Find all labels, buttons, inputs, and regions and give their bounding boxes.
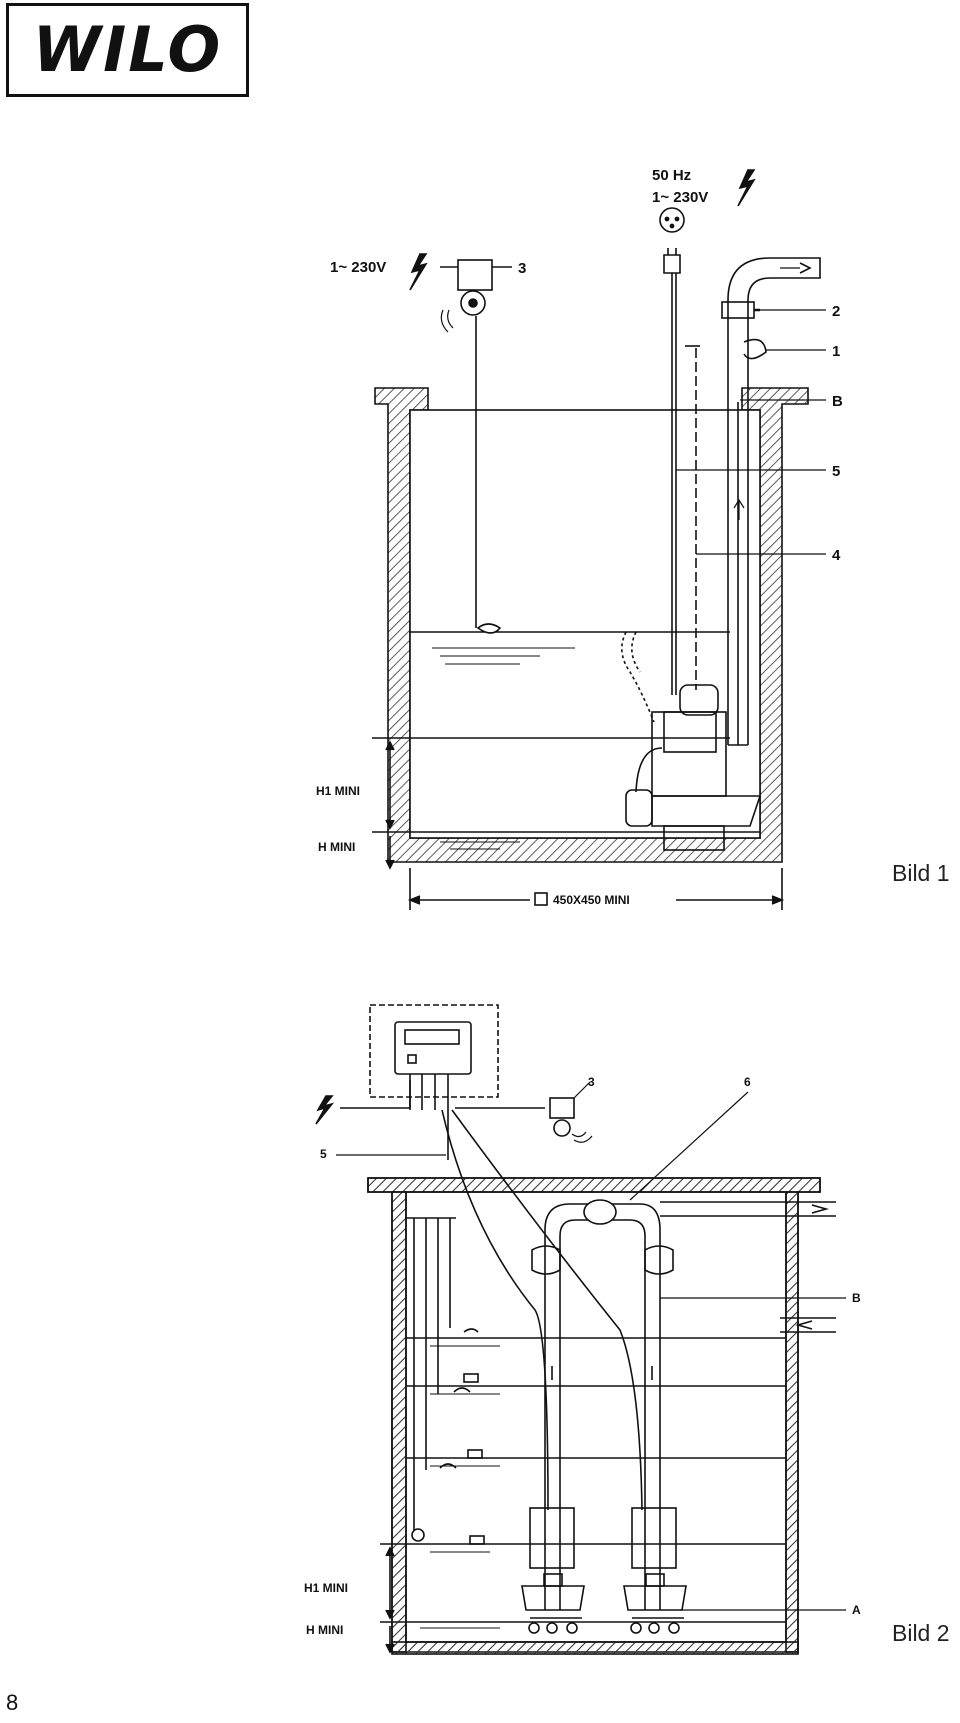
page-number: 8	[6, 1690, 19, 1715]
fig1-supply-voltage-left: 1~ 230V	[330, 259, 386, 276]
fig1-callout-b: B	[832, 393, 843, 410]
fig1-pit-walls	[374, 387, 809, 863]
fig1-supply-voltage-top: 1~ 230V	[652, 189, 708, 206]
fig1-supply-hz: 50 Hz	[652, 167, 691, 184]
fig1-callout-2: 2	[832, 303, 840, 320]
figure-1-drawing	[372, 169, 826, 910]
fig2-pump-cables	[441, 1109, 643, 1511]
fig1-callout-leaders	[676, 309, 826, 555]
fig2-callout-b: B	[852, 1291, 861, 1305]
fig1-callout-3: 3	[518, 260, 526, 277]
fig1-callout-4: 4	[832, 547, 841, 564]
figure-1-caption: Bild 1	[892, 860, 950, 886]
fig2-water-levels	[406, 1337, 786, 1629]
lightning-icon	[315, 1095, 335, 1125]
fig1-callout-1: 1	[832, 343, 840, 360]
lightning-icon	[409, 253, 428, 291]
fig2-control-box	[369, 1004, 499, 1110]
fig1-float-cable-4	[685, 345, 700, 690]
logo-text: WILO	[32, 13, 223, 86]
fig2-h-mini-label: H MINI	[306, 1623, 343, 1637]
figure-2-caption: Bild 2	[892, 1620, 950, 1646]
fig2-discharge-manifold	[531, 1199, 674, 1610]
lightning-icon	[737, 169, 756, 207]
fig1-pump	[621, 631, 762, 851]
fig2-level-dimensions	[380, 1543, 406, 1654]
fig2-callout-leaders	[336, 1091, 846, 1611]
fig2-h1-mini-label: H1 MINI	[304, 1581, 348, 1595]
fig1-h-mini-label: H MINI	[318, 840, 355, 854]
fig1-callout-5: 5	[832, 463, 840, 480]
fig2-callout-3: 3	[588, 1075, 595, 1089]
wilo-logo: WILO	[6, 3, 249, 97]
fig2-callout-a: A	[852, 1603, 861, 1617]
fig2-callout-5: 5	[320, 1147, 327, 1161]
fig1-level-dimensions	[372, 737, 410, 870]
fig2-alarm-switch-3	[455, 1081, 593, 1143]
fig2-tank-walls	[367, 1177, 821, 1655]
fig2-inlet-outlet	[660, 1201, 836, 1333]
fig2-pump-left	[521, 1507, 585, 1634]
fig2-callout-6: 6	[744, 1075, 751, 1089]
fig1-level-switch-3	[440, 259, 512, 634]
figure-2-drawing	[315, 1004, 846, 1655]
fig1-dimension-label: 450X450 MINI	[553, 893, 630, 907]
fig1-power-cable-5	[659, 207, 685, 695]
fig2-power-supply	[340, 1080, 411, 1109]
fig2-pump-right	[623, 1507, 687, 1634]
fig1-width-dimension	[407, 868, 785, 910]
fig1-discharge-pipe	[721, 257, 821, 746]
fig1-h1-mini-label: H1 MINI	[316, 784, 360, 798]
